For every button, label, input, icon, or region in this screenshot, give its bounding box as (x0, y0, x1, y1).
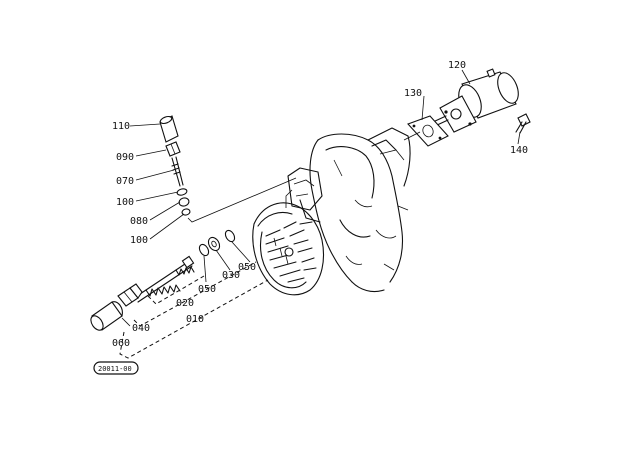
callout-080: 080 (130, 216, 148, 227)
callout-120: 120 (448, 60, 466, 71)
governor-shaft-assembly (133, 255, 195, 303)
gear-housing (309, 127, 411, 293)
callout-100-upper: 100 (116, 197, 134, 208)
callout-110: 110 (112, 121, 130, 132)
assembly-axis-line (187, 177, 297, 223)
callout-060: 060 (112, 338, 130, 349)
nut-090 (165, 141, 181, 157)
fitting-110 (159, 115, 179, 143)
solenoid-axis-line (403, 131, 421, 141)
rod-070 (171, 156, 184, 187)
stamp-text: 20011-00 (98, 365, 132, 373)
callout-040: 040 (132, 323, 150, 334)
bolt-140 (515, 113, 531, 134)
callout-090: 090 (116, 152, 134, 163)
gasket-130 (407, 115, 449, 147)
callout-140: 140 (510, 145, 528, 156)
plug-part-060 (90, 301, 123, 331)
housing-side-block (285, 167, 323, 223)
leader-lines (121, 69, 521, 327)
dashed-bracket-010 (133, 261, 257, 327)
callout-100-lower: 100 (130, 235, 148, 246)
callout-020: 020 (176, 298, 194, 309)
washer-100b (181, 208, 191, 216)
callout-030: 030 (222, 270, 240, 281)
callout-050-right: 050 (238, 262, 256, 273)
flywheel-cover (252, 202, 325, 296)
washers (198, 229, 236, 257)
callout-070: 070 (116, 176, 134, 187)
callout-010: 010 (186, 314, 204, 325)
nut-part-040 (117, 283, 143, 307)
solenoid-120 (419, 68, 519, 133)
dashed-bracket-020 (147, 275, 205, 305)
part-080 (178, 197, 190, 207)
drawing-number-stamp: 20011-00 (93, 361, 139, 375)
callout-050-left: 050 (198, 284, 216, 295)
callout-130: 130 (404, 88, 422, 99)
washer-100a (176, 188, 188, 196)
